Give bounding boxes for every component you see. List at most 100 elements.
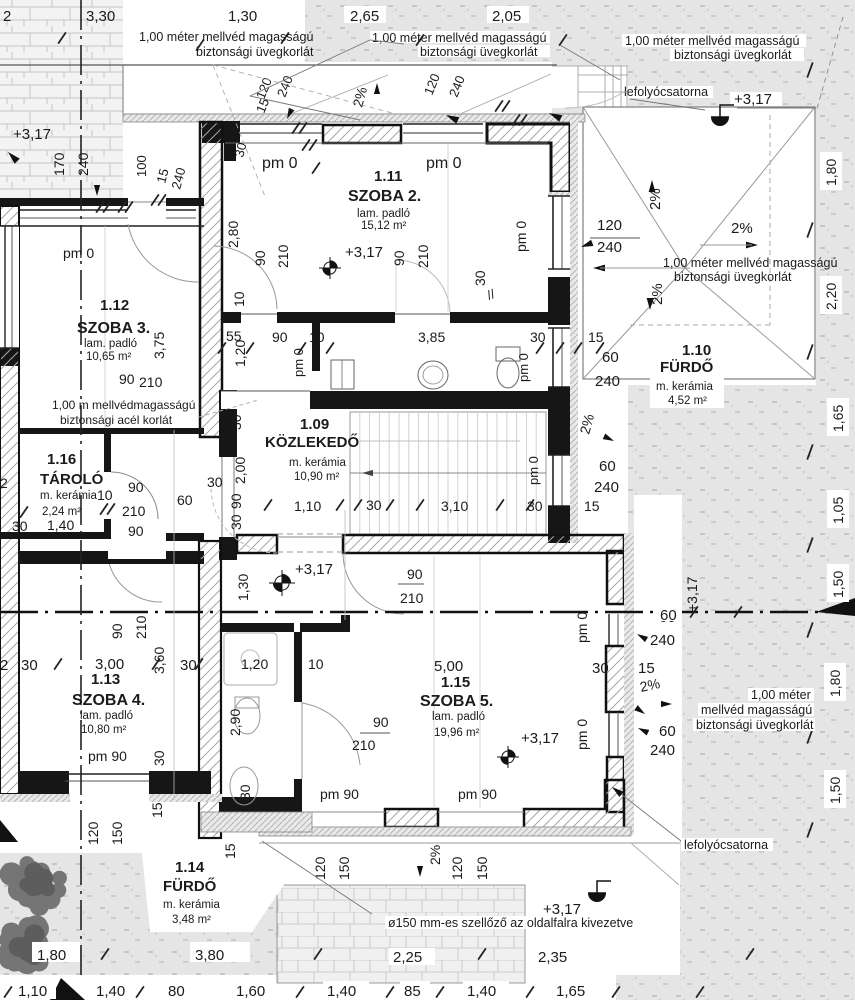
svg-text:4,52 m²: 4,52 m²	[668, 395, 707, 407]
svg-text:1,00 méter mellvéd magasságú: 1,00 méter mellvéd magasságú	[372, 31, 546, 45]
svg-text:90: 90	[272, 329, 288, 345]
svg-text:2%: 2%	[649, 283, 666, 305]
svg-text:1,40: 1,40	[96, 983, 125, 1000]
svg-text:1,60: 1,60	[236, 983, 265, 1000]
svg-text:+3,17: +3,17	[13, 126, 51, 143]
svg-text:+3,17: +3,17	[295, 561, 333, 578]
svg-text:TÁROLÓ: TÁROLÓ	[40, 470, 104, 488]
svg-text:+3,17: +3,17	[345, 244, 383, 261]
svg-text:1,10: 1,10	[294, 498, 321, 514]
svg-text:30: 30	[12, 518, 28, 534]
svg-text:pm 0: pm 0	[262, 155, 298, 172]
svg-text:pm 0: pm 0	[63, 245, 94, 261]
svg-text:15: 15	[584, 498, 600, 514]
svg-text:10,90 m²: 10,90 m²	[294, 471, 340, 483]
svg-text:lam. padló: lam. padló	[357, 208, 410, 220]
svg-text:120: 120	[312, 856, 328, 880]
svg-text:210: 210	[415, 244, 431, 268]
svg-text:1,65: 1,65	[830, 405, 846, 432]
svg-text:3,80: 3,80	[195, 947, 224, 964]
svg-text:90: 90	[119, 371, 135, 387]
svg-text:1,20: 1,20	[241, 656, 268, 672]
svg-text:biztonsági üvegkorlát: biztonsági üvegkorlát	[420, 45, 538, 59]
svg-text:90: 90	[407, 566, 423, 582]
svg-text:30: 30	[472, 270, 488, 286]
svg-text:pm 0: pm 0	[516, 353, 531, 382]
svg-text:1,20: 1,20	[232, 340, 248, 367]
svg-text:2: 2	[0, 475, 8, 491]
svg-text:1.09: 1.09	[300, 416, 329, 433]
svg-text:2,00: 2,00	[232, 457, 248, 484]
svg-text:1,80: 1,80	[823, 159, 839, 186]
svg-text:1,30: 1,30	[235, 574, 251, 601]
svg-text:55: 55	[226, 328, 242, 344]
svg-text:+3,17: +3,17	[521, 730, 559, 747]
svg-text:pm 0: pm 0	[513, 221, 529, 252]
svg-text:80: 80	[168, 983, 185, 1000]
svg-text:2%: 2%	[731, 220, 753, 237]
svg-text:1.13: 1.13	[91, 671, 120, 688]
svg-text:19,96 m²: 19,96 m²	[434, 727, 480, 739]
svg-text:pm 0: pm 0	[291, 348, 306, 377]
svg-text:lefolyócsatorna: lefolyócsatorna	[684, 838, 768, 852]
svg-text:240: 240	[597, 239, 622, 256]
svg-text:2,80: 2,80	[225, 221, 241, 248]
svg-text:SZOBA 5.: SZOBA 5.	[420, 693, 493, 710]
svg-text:1,30: 1,30	[228, 8, 257, 25]
svg-text:1,80: 1,80	[37, 947, 66, 964]
svg-text:1,80: 1,80	[827, 670, 843, 697]
svg-text:biztonsági üvegkorlát: biztonsági üvegkorlát	[674, 48, 792, 62]
svg-text:100: 100	[134, 155, 149, 177]
svg-text:15: 15	[153, 167, 171, 185]
svg-text:biztonsági acél korlát: biztonsági acél korlát	[60, 413, 173, 427]
svg-text:240: 240	[75, 152, 91, 176]
svg-text:m. kerámia: m. kerámia	[40, 490, 97, 502]
svg-text:2,24 m²: 2,24 m²	[42, 506, 81, 518]
svg-text:3,30: 3,30	[86, 8, 115, 25]
svg-text:90: 90	[391, 250, 407, 266]
svg-text:240: 240	[650, 632, 675, 649]
svg-text:1,50: 1,50	[830, 571, 846, 598]
svg-text:+3,17: +3,17	[734, 91, 772, 108]
svg-text:3,75: 3,75	[151, 332, 167, 359]
svg-text:30: 30	[180, 657, 197, 674]
svg-text:2%: 2%	[647, 188, 664, 210]
svg-text:240: 240	[594, 479, 619, 496]
svg-text:pm 0: pm 0	[574, 719, 590, 750]
svg-text:1,65: 1,65	[556, 983, 585, 1000]
svg-text:1,00 méter mellvéd magasságú: 1,00 méter mellvéd magasságú	[663, 256, 837, 270]
svg-text:30: 30	[592, 660, 609, 677]
svg-text:120: 120	[85, 821, 101, 845]
svg-text:2%: 2%	[576, 412, 597, 436]
svg-text:210: 210	[133, 615, 149, 639]
svg-text:150: 150	[109, 821, 125, 845]
svg-text:150: 150	[336, 856, 352, 880]
svg-text:240: 240	[650, 742, 675, 759]
svg-text:pm 90: pm 90	[88, 748, 127, 764]
svg-text:1.10: 1.10	[682, 342, 711, 359]
svg-text:m. kerámia: m. kerámia	[289, 457, 346, 469]
svg-text:15: 15	[253, 96, 272, 115]
svg-text:2,65: 2,65	[350, 8, 379, 25]
svg-text:FÜRDŐ: FÜRDŐ	[660, 358, 714, 376]
svg-text:10,80 m²: 10,80 m²	[81, 724, 127, 736]
svg-text:m. kerámia: m. kerámia	[163, 899, 220, 911]
svg-text:m. kerámia: m. kerámia	[656, 381, 713, 393]
svg-text:+3,17: +3,17	[543, 901, 581, 918]
svg-text:3,48 m²: 3,48 m²	[172, 914, 211, 926]
svg-text:30: 30	[21, 657, 38, 674]
svg-text:pm 90: pm 90	[320, 786, 359, 802]
svg-text:2,90: 2,90	[227, 709, 243, 736]
svg-text:SZOBA 3.: SZOBA 3.	[77, 320, 150, 337]
svg-text:30: 30	[231, 141, 249, 159]
svg-text:1,50: 1,50	[827, 777, 843, 804]
svg-text:1.12: 1.12	[100, 297, 129, 314]
svg-text:lam. padló: lam. padló	[80, 710, 133, 722]
svg-text:1.15: 1.15	[441, 674, 470, 691]
svg-text:biztonsági üvegkorlát: biztonsági üvegkorlát	[674, 270, 792, 284]
svg-text:90: 90	[128, 479, 144, 495]
svg-text:1,10: 1,10	[18, 983, 47, 1000]
svg-text:2%: 2%	[427, 845, 443, 865]
svg-text:1,00 m mellvédmagasságú: 1,00 m mellvédmagasságú	[52, 398, 195, 412]
svg-text:pm 0: pm 0	[426, 155, 462, 172]
